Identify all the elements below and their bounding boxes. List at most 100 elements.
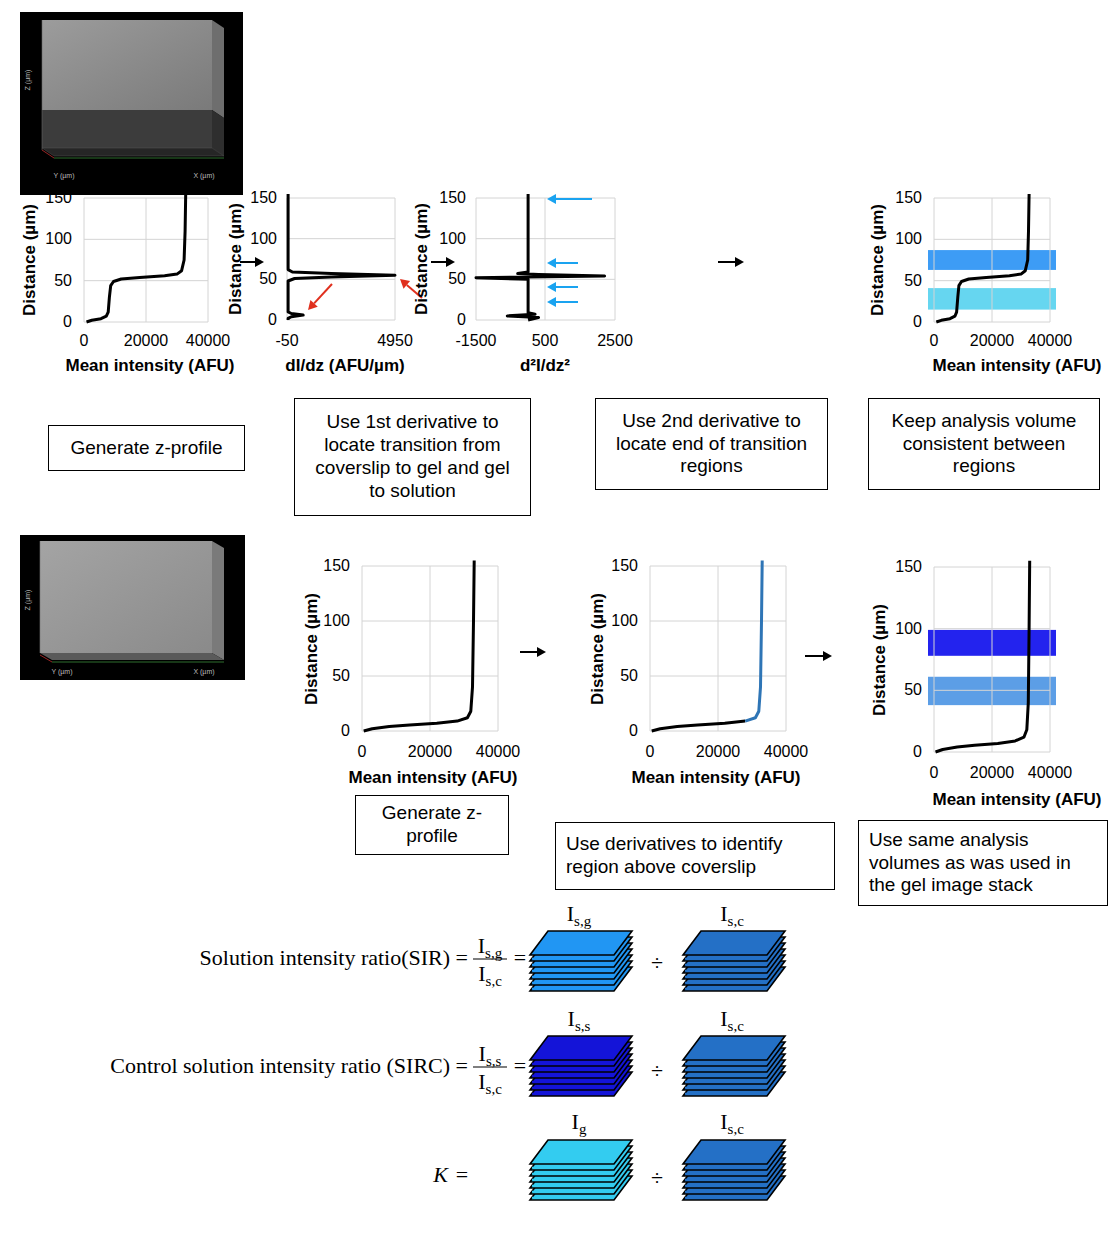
- slice-edge: [685, 970, 766, 972]
- flow-arrow: [556, 301, 578, 303]
- profile-curve: [288, 194, 395, 320]
- side-face: [212, 541, 224, 660]
- math-symbol: Is,g: [478, 934, 502, 958]
- step-text: Use derivatives to identify region above…: [566, 833, 824, 879]
- slice-edge: [532, 1197, 613, 1199]
- gel-volume: [42, 110, 212, 148]
- math-symbol: Is,c: [720, 1110, 744, 1134]
- axis-tick-label: 0: [913, 313, 922, 331]
- axis-title: d²I/dz²: [520, 357, 570, 376]
- arrow-head: [735, 257, 744, 267]
- side-face: [212, 20, 224, 118]
- intensity-symbol: I: [568, 1006, 575, 1031]
- render-image: [20, 12, 243, 195]
- slice-edge: [532, 970, 613, 972]
- axis-title: Mean intensity (AFU): [932, 791, 1101, 810]
- image-slice: [683, 1140, 785, 1164]
- slice-edge: [685, 1063, 766, 1065]
- axis-tick-label: 150: [45, 189, 72, 207]
- grid-line: [934, 198, 1050, 199]
- flow-arrow: [805, 655, 823, 657]
- profile-curve: [476, 194, 605, 320]
- flow-arrow: [718, 261, 735, 263]
- step-box: Generate z-profile: [355, 795, 509, 855]
- slice-edge: [532, 1087, 613, 1089]
- profile-curve: [936, 561, 1030, 752]
- slice-edge: [685, 1167, 766, 1169]
- intensity-symbol: I: [567, 901, 574, 926]
- axis-tick-label: 40000: [476, 743, 521, 761]
- grid-line: [84, 322, 208, 323]
- grid-line: [650, 731, 786, 732]
- axis-tick-label: 150: [895, 558, 922, 576]
- grid-line: [1050, 567, 1051, 752]
- axis-line: [42, 150, 54, 158]
- grid-line: [650, 621, 786, 622]
- axis-line: [54, 158, 224, 159]
- grid-line: [362, 621, 498, 622]
- axis-tick-label: 50: [904, 272, 922, 290]
- axis-tick-label: 0: [341, 722, 350, 740]
- step-text: Keep analysis volume consistent between …: [879, 410, 1089, 478]
- axis-line: [42, 20, 43, 150]
- grid-line: [430, 566, 431, 731]
- slice-edge: [685, 982, 766, 984]
- axis-tick-label: 20000: [970, 764, 1015, 782]
- slice-edge: [685, 1191, 766, 1193]
- step-text: Generate z-profile: [59, 437, 234, 460]
- gel-solution-volume: [42, 20, 212, 110]
- slice-edge: [532, 1081, 613, 1083]
- axis-tick-label: 50: [54, 272, 72, 290]
- grid-line: [992, 198, 993, 322]
- flow-arrow: [314, 284, 332, 303]
- image-slice: [683, 1036, 785, 1060]
- grid-line: [934, 690, 1050, 691]
- slice-edge: [685, 958, 766, 960]
- axis-tick-label: 150: [439, 189, 466, 207]
- step-box: Keep analysis volume consistent between …: [868, 398, 1100, 490]
- slice-edge: [532, 1069, 613, 1071]
- axis-tick-label: 100: [439, 230, 466, 248]
- flow-arrow: [520, 651, 537, 653]
- grid-line: [362, 566, 498, 567]
- math-symbol: Is,c: [478, 962, 502, 986]
- step-text: Use 2nd derivative to locate end of tran…: [606, 410, 817, 478]
- slice-edge: [532, 1063, 613, 1065]
- slice-edge: [532, 1179, 613, 1181]
- slice-edge: [685, 1093, 766, 1095]
- axis-tick-label: -50: [275, 332, 298, 350]
- axis-tick-label: 50: [620, 667, 638, 685]
- slice-edge: [685, 988, 766, 990]
- axis-tick-label: 20000: [696, 743, 741, 761]
- grid-line: [934, 280, 1050, 281]
- axis-tick-label: 150: [611, 557, 638, 575]
- equals-sign: =: [514, 1054, 526, 1078]
- flow-arrow: [556, 262, 578, 264]
- grid-line: [498, 566, 499, 731]
- axis-tick-label: 0: [457, 311, 466, 329]
- axis-title: Distance (µm): [227, 203, 246, 315]
- arrow-head: [308, 300, 318, 310]
- subscript: s,c: [486, 973, 502, 989]
- axis-title: Distance (µm): [589, 593, 608, 705]
- axis-tick-label: 50: [332, 667, 350, 685]
- slice-edge: [532, 1173, 613, 1175]
- subscript: s,c: [486, 1081, 502, 1097]
- axis-tick-label: 50: [904, 682, 922, 700]
- axis-tick-label: 0: [930, 764, 939, 782]
- image-slice: [683, 931, 785, 955]
- math-symbol: Is,c: [720, 902, 744, 926]
- grid-line: [934, 752, 1050, 753]
- axis-title: Y (µm): [51, 668, 72, 676]
- profile-curve: [364, 561, 475, 732]
- axis-title: Mean intensity (AFU): [348, 769, 517, 788]
- grid-line: [146, 198, 147, 322]
- slice-edge: [532, 1093, 613, 1095]
- axis-line: [52, 662, 224, 663]
- formula-symbol: K: [433, 1163, 448, 1187]
- grid-line: [362, 566, 363, 731]
- axis-tick-label: 20000: [408, 743, 453, 761]
- grid-line: [934, 567, 935, 752]
- subscript: s,c: [728, 1121, 744, 1137]
